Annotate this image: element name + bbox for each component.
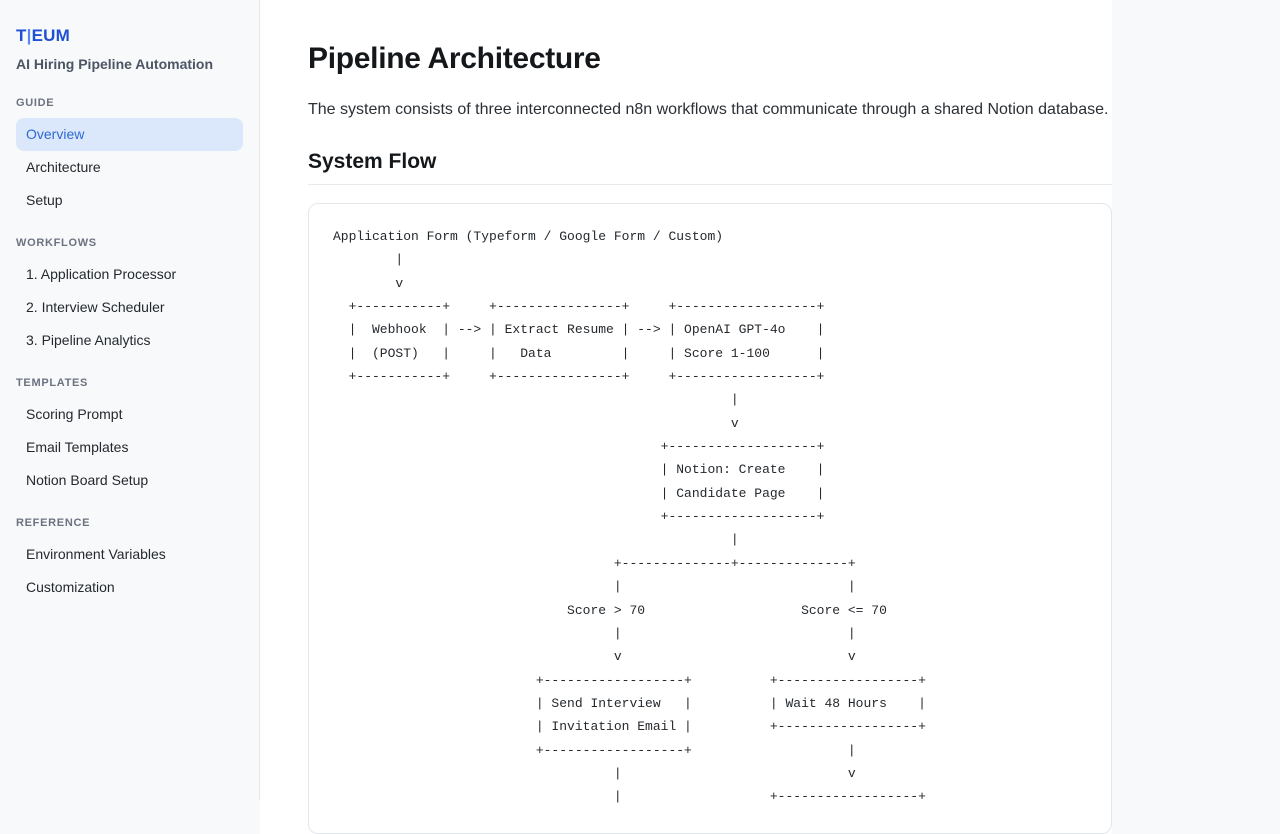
sidebar-item-interview-scheduler[interactable]: 2. Interview Scheduler bbox=[26, 299, 165, 315]
brand-subtitle: AI Hiring Pipeline Automation bbox=[16, 56, 214, 72]
sidebar-nav: GUIDE Overview Architecture Setup WORKFL… bbox=[16, 97, 243, 604]
sidebar-item-setup[interactable]: Setup bbox=[26, 192, 63, 208]
sidebar-item-notion-board-setup[interactable]: Notion Board Setup bbox=[26, 472, 149, 488]
sidebar-header-templates: TEMPLATES bbox=[16, 377, 89, 389]
sidebar-item-architecture[interactable]: Architecture bbox=[26, 159, 101, 175]
brand-logo-suffix: EUM bbox=[31, 26, 70, 45]
main-content: Pipeline Architecture The system consist… bbox=[260, 0, 1112, 834]
nav-section-workflows: WORKFLOWS 1. Application Processor 2. In… bbox=[16, 237, 243, 357]
sidebar-item-application-processor[interactable]: 1. Application Processor bbox=[26, 266, 177, 282]
sidebar: T|EUM AI Hiring Pipeline Automation GUID… bbox=[0, 0, 260, 800]
brand-logo-prefix: T bbox=[16, 26, 27, 45]
page-title: Pipeline Architecture bbox=[308, 42, 601, 75]
sidebar-item-email-templates[interactable]: Email Templates bbox=[26, 439, 129, 455]
intro-text: The system consists of three interconnec… bbox=[308, 101, 1109, 118]
nav-section-templates: TEMPLATES Scoring Prompt Email Templates… bbox=[16, 377, 243, 497]
sidebar-item-pipeline-analytics[interactable]: 3. Pipeline Analytics bbox=[26, 332, 151, 348]
ascii-flow-diagram: Application Form (Typeform / Google Form… bbox=[333, 229, 926, 805]
sidebar-item-scoring-prompt[interactable]: Scoring Prompt bbox=[26, 406, 123, 422]
sidebar-item-customization[interactable]: Customization bbox=[26, 579, 115, 595]
sidebar-header-reference: REFERENCE bbox=[16, 517, 91, 529]
section-heading-system-flow: System Flow bbox=[308, 150, 437, 173]
sidebar-header-guide: GUIDE bbox=[16, 97, 55, 109]
divider bbox=[308, 184, 1112, 185]
brand-logo[interactable]: T|EUM bbox=[16, 26, 243, 46]
sidebar-item-overview[interactable]: Overview bbox=[16, 118, 243, 151]
sidebar-header-workflows: WORKFLOWS bbox=[16, 237, 97, 249]
sidebar-item-environment-variables[interactable]: Environment Variables bbox=[26, 546, 166, 562]
nav-section-guide: GUIDE Overview Architecture Setup bbox=[16, 97, 243, 217]
nav-section-reference: REFERENCE Environment Variables Customiz… bbox=[16, 517, 243, 604]
code-block: Application Form (Typeform / Google Form… bbox=[308, 203, 1112, 834]
brand-logo-cursor: | bbox=[26, 26, 32, 45]
